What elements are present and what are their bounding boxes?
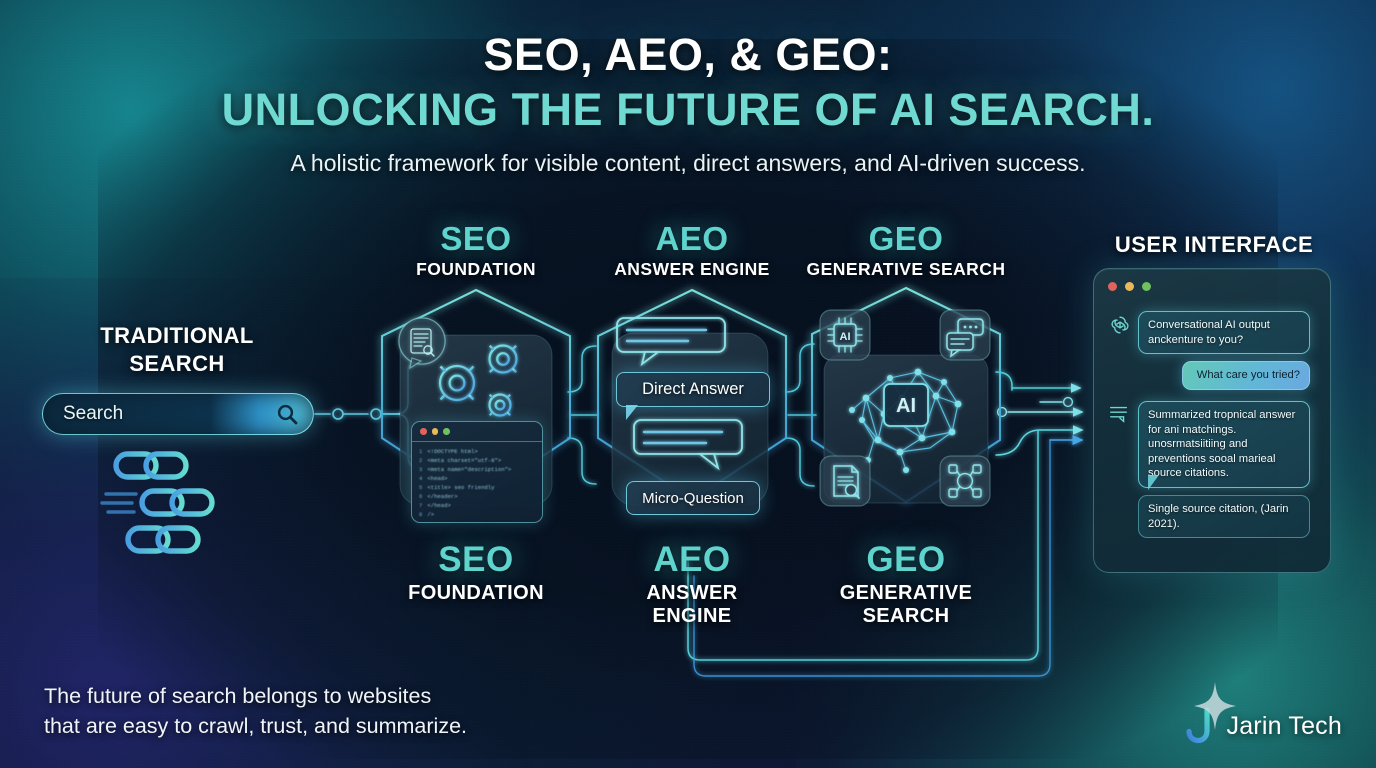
ui-window-dots <box>1108 282 1151 291</box>
chat-message-ai-1: Conversational AI output anckenture to y… <box>1138 311 1310 355</box>
chat-message-user-text: What care you tried? <box>1196 369 1300 381</box>
micro-question-bubble: Micro-Question <box>626 481 760 515</box>
aeo-footer-line2: ENGINE <box>652 605 732 628</box>
pillar-aeo-title: AEO <box>655 220 729 257</box>
code-line: 4<head> <box>419 474 448 482</box>
pillar-heading-geo: GEO GENERATIVE SEARCH <box>786 220 1026 280</box>
micro-question-label: Micro-Question <box>642 489 744 507</box>
pillar-heading-aeo: AEO ANSWER ENGINE <box>572 220 812 280</box>
chat-message-ai-2-tail <box>1148 475 1159 490</box>
chat-message-citation-text: Single source citation, (Jarin 2021). <box>1148 503 1289 530</box>
ui-dot-red <box>1108 282 1117 291</box>
user-interface-title: USER INTERFACE <box>1114 232 1314 257</box>
pillar-aeo-footer-title: AEO <box>653 540 731 579</box>
ui-dot-yellow <box>1125 282 1134 291</box>
brand-name: Jarin Tech <box>1226 711 1342 740</box>
chat-thread: Conversational AI output anckenture to y… <box>1106 303 1318 560</box>
footer-tagline-line1: The future of search belongs to websites <box>44 683 432 708</box>
user-interface-heading: USER INTERFACE <box>1094 230 1334 258</box>
window-dot-red <box>420 428 427 435</box>
window-dot-yellow <box>431 428 438 435</box>
geo-footer-line2: SEARCH <box>862 605 950 628</box>
brand-lockup: Jarin Tech <box>1184 682 1343 746</box>
magnifier-icon[interactable] <box>275 402 299 426</box>
pillar-aeo-footer-subtitle: ANSWER ENGINE <box>567 582 817 629</box>
geo-footer-line1: GENERATIVE <box>839 581 973 604</box>
code-line: 6</header> <box>419 493 458 501</box>
headline-subtitle: A holistic framework for visible content… <box>290 149 1086 176</box>
chat-message-user: What care you tried? <box>1182 361 1310 390</box>
pillar-geo-subtitle: GENERATIVE SEARCH <box>806 258 1006 279</box>
headline-secondary: UNLOCKING THE FUTURE OF AI SEARCH. <box>221 84 1155 136</box>
ui-dot-green <box>1142 282 1151 291</box>
code-window: 1<!DOCTYPE html>2<meta charset="utf-8">3… <box>411 421 543 523</box>
pillar-geo-title: GEO <box>868 220 944 257</box>
pillar-seo-footer-title: SEO <box>438 540 514 579</box>
direct-answer-bubble: Direct Answer <box>616 372 770 407</box>
headline-block: SEO, AEO, & GEO: UNLOCKING THE FUTURE OF… <box>0 28 1376 177</box>
pillar-seo-title: SEO <box>440 220 512 257</box>
chat-message-ai-2: Summarized tropnical answer for ani matc… <box>1138 401 1310 488</box>
pillar-aeo-subtitle: ANSWER ENGINE <box>614 258 770 279</box>
window-dot-green <box>443 428 450 435</box>
pillar-seo-footer-subtitle: FOUNDATION <box>408 581 544 604</box>
code-line: 5<title> seo friendly <box>419 483 495 491</box>
pillar-geo-footer-title: GEO <box>866 540 946 579</box>
code-line: 7</head> <box>419 502 451 510</box>
chat-message-ai-2-text: Summarized tropnical answer for ani matc… <box>1148 409 1296 480</box>
direct-answer-tail <box>626 405 638 420</box>
chat-lines-icon <box>1110 406 1128 423</box>
pillar-heading-seo: SEO FOUNDATION <box>356 220 596 280</box>
code-line: 2<meta charset="utf-8"> <box>419 456 502 464</box>
code-window-content: 1<!DOCTYPE html>2<meta charset="utf-8">3… <box>412 442 542 525</box>
traditional-title-line1: TRADITIONAL <box>100 323 254 348</box>
headline-primary: SEO, AEO, & GEO: <box>483 29 893 80</box>
broken-chain-links-icon <box>100 451 215 554</box>
search-placeholder-text: Search <box>63 403 124 424</box>
pillar-seo-subtitle: FOUNDATION <box>416 258 536 279</box>
search-input[interactable]: Search <box>42 393 314 435</box>
pillar-geo-footer-subtitle: GENERATIVE SEARCH <box>781 582 1031 629</box>
direct-answer-label: Direct Answer <box>642 380 744 398</box>
user-interface-panel: Conversational AI output anckenture to y… <box>1093 268 1331 573</box>
footer-tagline: The future of search belongs to websites… <box>44 681 467 742</box>
openai-logo-icon <box>1111 316 1129 334</box>
four-point-star-icon <box>1194 682 1236 730</box>
pillar-footer-geo: GEO GENERATIVE SEARCH <box>781 540 1031 629</box>
pillar-footer-seo: SEO FOUNDATION <box>351 540 601 605</box>
code-window-titlebar <box>412 422 542 442</box>
pillar-footer-aeo: AEO ANSWER ENGINE <box>567 540 817 629</box>
traditional-search-title: TRADITIONAL SEARCH <box>57 322 297 378</box>
chat-message-ai-1-text: Conversational AI output anckenture to y… <box>1148 319 1270 346</box>
chat-message-citation: Single source citation, (Jarin 2021). <box>1138 495 1310 539</box>
traditional-title-line2: SEARCH <box>129 351 225 377</box>
code-line: 1<!DOCTYPE html> <box>419 447 478 455</box>
code-line: 3<meta name="description"> <box>419 465 512 473</box>
aeo-footer-line1: ANSWER <box>646 581 738 604</box>
footer-tagline-line2: that are easy to crawl, trust, and summa… <box>44 714 467 739</box>
code-line: 8/> <box>419 511 435 519</box>
